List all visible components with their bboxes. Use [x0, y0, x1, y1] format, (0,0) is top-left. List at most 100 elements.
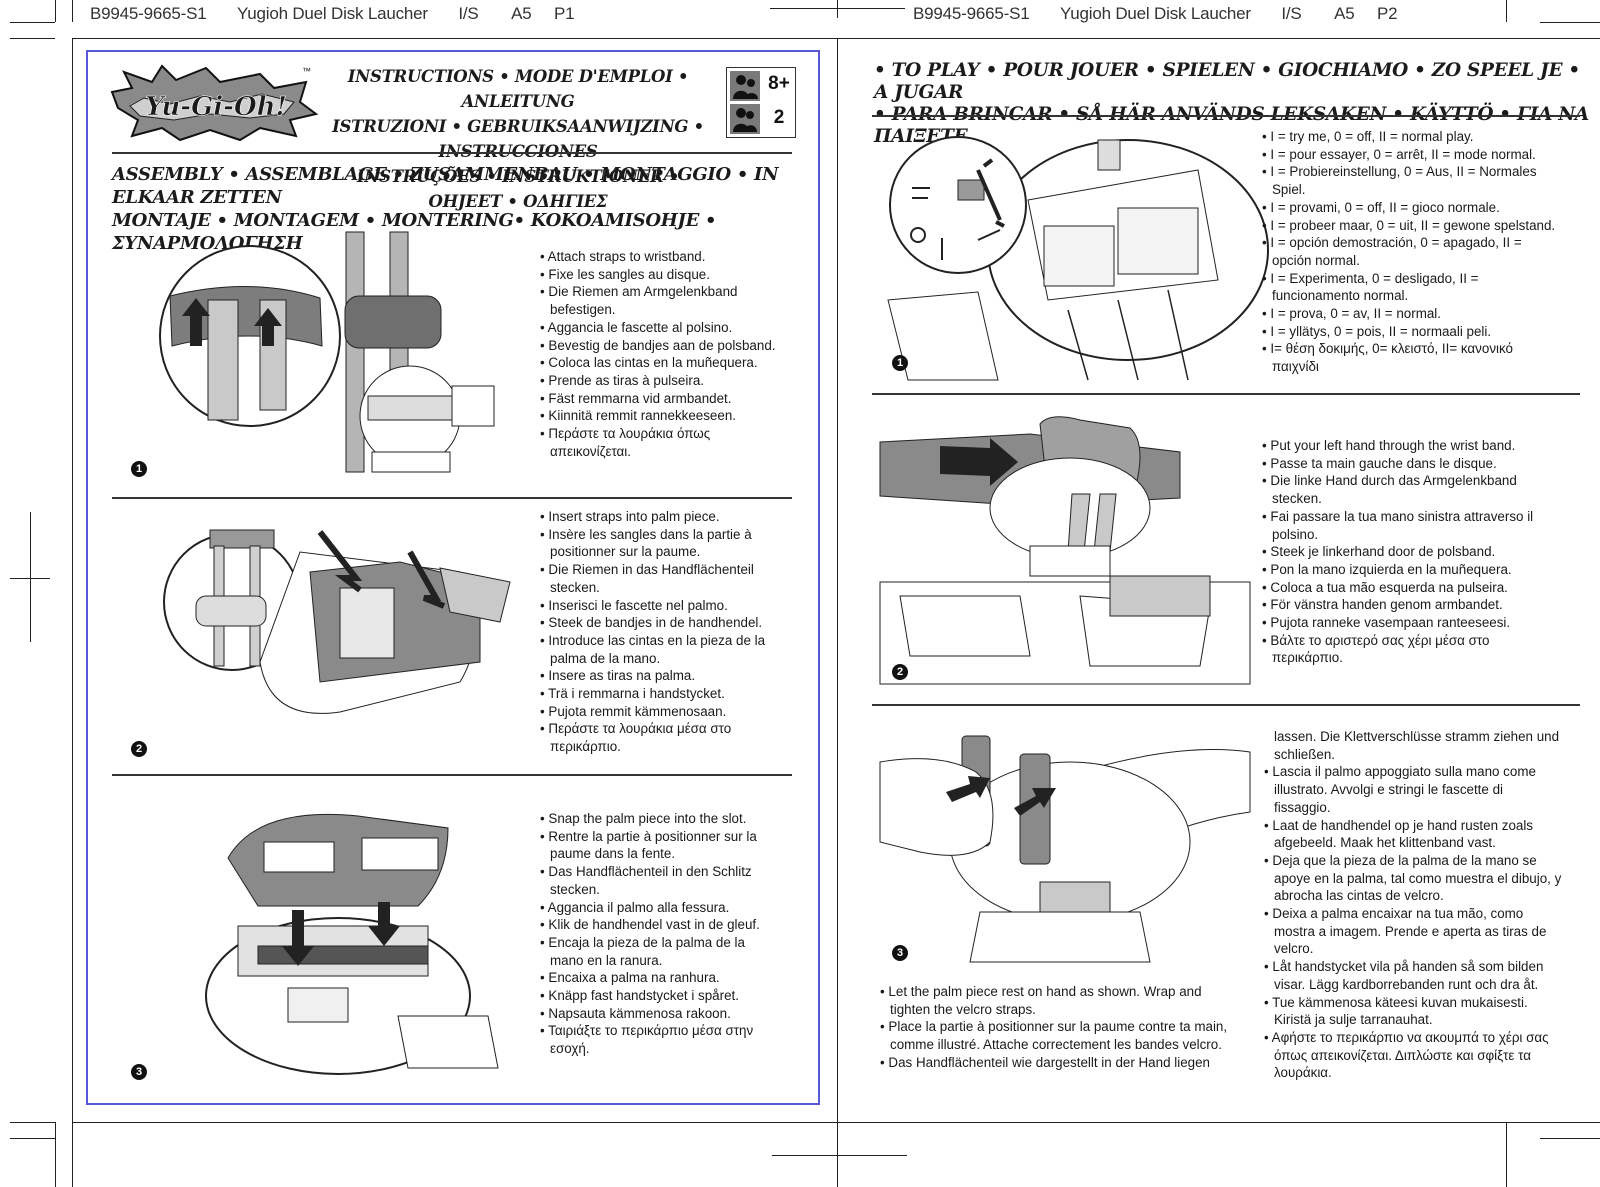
slug-size: A5	[1334, 4, 1355, 23]
assembly-heading-line: ASSEMBLY • ASSEMBLAGE • ZUSAMMENBAU • MO…	[112, 164, 779, 208]
assembly-step-1-text: Attach straps to wristband.Fixe les sang…	[540, 248, 820, 460]
instruction-line: Bevestig de bandjes aan de polsband.	[540, 337, 820, 355]
crop-mark	[55, 0, 56, 22]
slug-page: P1	[554, 4, 575, 23]
play-step-2-text: Put your left hand through the wrist ban…	[1262, 437, 1582, 667]
instruction-line: Pon la mano izquierda en la muñequera.	[1262, 561, 1582, 579]
instruction-line: I = Experimenta, 0 = desligado, II =	[1262, 270, 1582, 288]
divider	[112, 152, 792, 154]
instruction-line: Die linke Hand durch das Armgelenkband	[1262, 472, 1582, 490]
age-icon-cell	[730, 71, 760, 101]
instruction-line: I = prova, 0 = av, II = normal.	[1262, 305, 1582, 323]
crop-mark	[1506, 0, 1507, 22]
play-illustration-1	[887, 136, 1269, 381]
slug-code: B9945-9665-S1	[90, 4, 207, 23]
age-value: 8+	[768, 73, 790, 94]
crop-mark	[770, 8, 905, 9]
instruction-line: Place la partie à positionner sur la pau…	[880, 1018, 1250, 1036]
logo-text: Yu-Gi-Oh!	[145, 92, 287, 122]
instruction-line: Βάλτε το αριστερό σας χέρι μέσα στο	[1262, 632, 1582, 650]
instruction-line: Introduce las cintas en la pieza de la	[540, 632, 820, 650]
instruction-line: stecken.	[550, 579, 600, 595]
instruction-line: Låt handstycket vila på handen så som bi…	[1264, 958, 1584, 976]
instruction-line: περικάρπιο.	[550, 739, 621, 755]
instruction-line: stecken.	[1272, 491, 1322, 507]
crop-mark	[72, 1122, 73, 1187]
instruction-line: Insere as tiras na palma.	[540, 667, 820, 685]
instruction-line: Coloca a tua mão esquerda na pulseira.	[1262, 579, 1582, 597]
players-value: 2	[773, 107, 785, 128]
crop-mark	[837, 0, 838, 18]
assembly-illustration-3	[205, 813, 499, 1075]
instruction-line: Knäpp fast handstycket i spåret.	[540, 987, 820, 1005]
instruction-line: abrocha las cintas de velcro.	[1274, 888, 1444, 904]
instruction-line: Περάστε τα λουράκια όπως	[540, 425, 820, 443]
divider	[112, 774, 792, 776]
page-frame-left	[72, 38, 838, 1123]
instruction-line: schließen.	[1274, 746, 1336, 762]
instruction-line: Αφήστε το περικάρπιο να ακουμπά το χέρι …	[1264, 1029, 1584, 1047]
instruction-line: apoye en la palma, tal como muestra el d…	[1274, 870, 1562, 886]
page-frame-right	[837, 38, 1600, 1123]
crop-mark	[10, 38, 55, 39]
instruction-line: Aggancia le fascette al polsino.	[540, 319, 820, 337]
instruction-line: Insert straps into palm piece.	[540, 508, 820, 526]
assembly-heading: ASSEMBLY • ASSEMBLAGE • ZUSAMMENBAU • MO…	[112, 163, 812, 255]
instructions-heading-line: INSTRUCTIONS • MODE D'EMPLOI • ANLEITUNG	[347, 67, 689, 111]
play-step-3-text-left: Let the palm piece rest on hand as shown…	[880, 983, 1250, 1072]
instruction-line: polsino.	[1272, 526, 1319, 542]
instruction-line: velcro.	[1274, 941, 1314, 957]
instruction-line: Passe ta main gauche dans le disque.	[1262, 455, 1582, 473]
instruction-line: illustrato. Avvolgi e stringi le fascett…	[1274, 782, 1503, 798]
age-players-box	[726, 67, 796, 138]
instruction-line: För vänstra handen genom armbandet.	[1262, 596, 1582, 614]
instruction-line: Ταιριάξτε το περικάρπιο μέσα στην	[540, 1022, 820, 1040]
instruction-line: Snap the palm piece into the slot.	[540, 810, 820, 828]
instruction-line: Die Riemen in das Handflächenteil	[540, 561, 820, 579]
instruction-line: Steek de bandjes in de handhendel.	[540, 614, 820, 632]
instruction-line: Coloca las cintas en la muñequera.	[540, 354, 820, 372]
step-number-badge: 3	[892, 945, 908, 961]
instruction-line: I = provami, 0 = off, II = gioco normale…	[1262, 199, 1582, 217]
instruction-line: stecken.	[550, 881, 600, 897]
step-number-badge: 2	[131, 741, 147, 757]
slug-title: Yugioh Duel Disk Laucher	[237, 4, 428, 23]
instruction-line: Deja que la pieza de la palma de la mano…	[1264, 852, 1584, 870]
instruction-line: afgebeeld. Maak het klittenband vast.	[1274, 835, 1496, 851]
instruction-line: Rentre la partie à positionner sur la	[540, 828, 820, 846]
assembly-illustration-1	[159, 231, 495, 473]
instruction-line: I = try me, 0 = off, II = normal play.	[1262, 128, 1582, 146]
instruction-line: Put your left hand through the wrist ban…	[1262, 437, 1582, 455]
instruction-line: Fäst remmarna vid armbandet.	[540, 390, 820, 408]
instruction-line: lassen. Die Klettverschlüsse stramm zieh…	[1274, 729, 1560, 744]
slug-type: I/S	[1281, 4, 1302, 23]
instruction-line: I = Probiereinstellung, 0 = Aus, II = No…	[1262, 163, 1582, 181]
instruction-line: palma de la mano.	[550, 650, 661, 666]
play-step-3-text-right: lassen. Die Klettverschlüsse stramm zieh…	[1264, 728, 1584, 1082]
instruction-line: comme illustré. Attache correctement les…	[890, 1037, 1222, 1053]
crop-mark	[72, 0, 73, 22]
instruction-line: I = opción demostración, 0 = apagado, II…	[1262, 234, 1582, 252]
players-icon-cell	[730, 104, 760, 134]
crop-mark	[10, 1138, 55, 1139]
instruction-line: Fixe les sangles au disque.	[540, 266, 820, 284]
instruction-line: απεικονίζεται.	[550, 443, 631, 459]
instruction-line: fissaggio.	[1274, 799, 1331, 815]
instruction-line: Encaja la pieza de la palma de la	[540, 934, 820, 952]
slug-title: Yugioh Duel Disk Laucher	[1060, 4, 1251, 23]
step-number-badge: 1	[131, 461, 147, 477]
instruction-line: I= θέση δοκιμής, 0= κλειστό, II= κανονικ…	[1262, 340, 1582, 358]
instructions-heading: INSTRUCTIONS • MODE D'EMPLOI • ANLEITUNG…	[328, 64, 708, 214]
instructions-heading-line: INSTRUÇÕES • INSTRUKTIONER • OHJEET • ΟΔ…	[356, 167, 680, 211]
play-illustration-3	[879, 735, 1251, 963]
instruction-line: εσοχή.	[550, 1041, 590, 1057]
instruction-line: mostra a imagem. Prende e aperta as tira…	[1274, 923, 1547, 939]
instruction-line: funcionamento normal.	[1272, 288, 1409, 304]
instruction-line: Trä i remmarna i handstycket.	[540, 685, 820, 703]
instruction-line: Kiinnitä remmit rannekkeeseen.	[540, 407, 820, 425]
assembly-illustration-2	[163, 529, 511, 714]
instruction-line: Pujota ranneke vasempaan ranteeseesi.	[1262, 614, 1582, 632]
instruction-line: mano en la ranura.	[550, 952, 663, 968]
instruction-line: λουράκια.	[1274, 1065, 1332, 1081]
instruction-line: Encaixa a palma na ranhura.	[540, 969, 820, 987]
